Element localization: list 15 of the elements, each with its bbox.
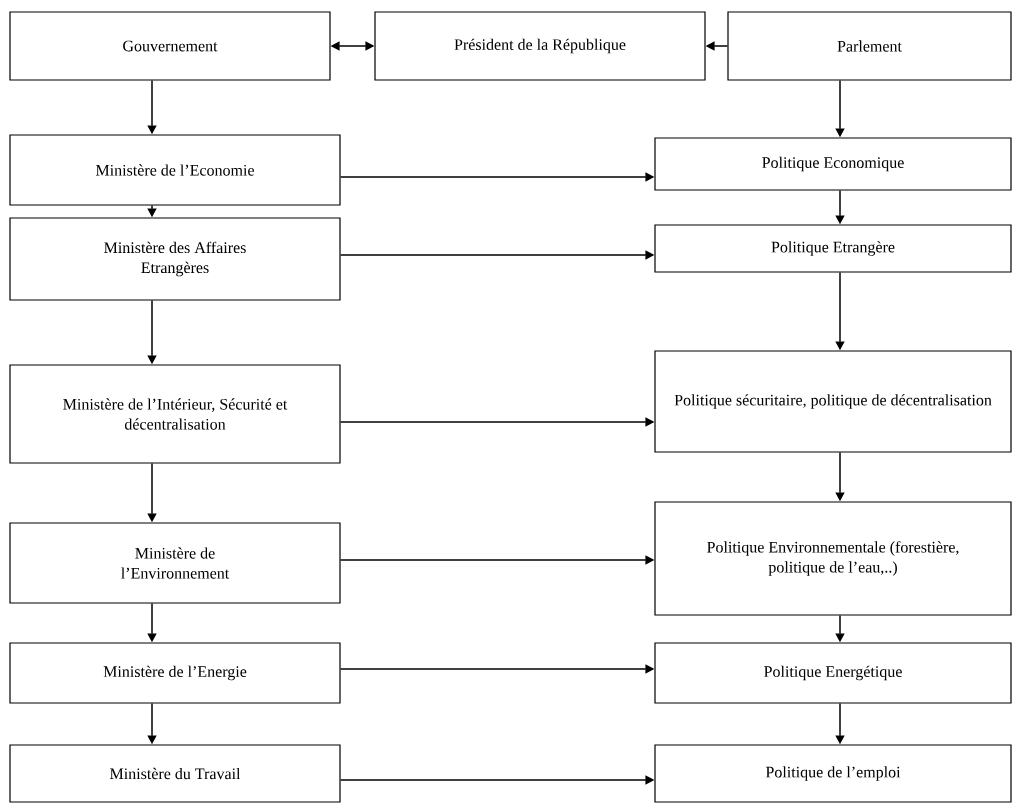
box: Ministère de l’Energie xyxy=(9,642,341,704)
box: Gouvernement xyxy=(9,11,331,81)
box: Politique Environnementale (forestière, politique de l’eau,..) xyxy=(654,501,1012,616)
box: Ministère de l’Economie xyxy=(9,134,341,206)
box: Ministère des Affaires Etrangères xyxy=(9,217,341,301)
box: Politique de l’emploi xyxy=(654,744,1012,803)
box: Politique Economique xyxy=(654,137,1012,191)
box: Président de la République xyxy=(374,11,706,81)
box: Politique Energétique xyxy=(654,642,1012,704)
box: Ministère de l’Intérieur, Sécurité et décentralisation xyxy=(9,364,341,464)
box: Ministère du Travail xyxy=(9,744,341,803)
box: Parlement xyxy=(727,11,1012,81)
box: Politique sécuritaire, politique de décentralisation xyxy=(654,350,1012,453)
box: Ministère de l’Environnement xyxy=(9,522,341,604)
box: Politique Etrangère xyxy=(654,224,1012,273)
